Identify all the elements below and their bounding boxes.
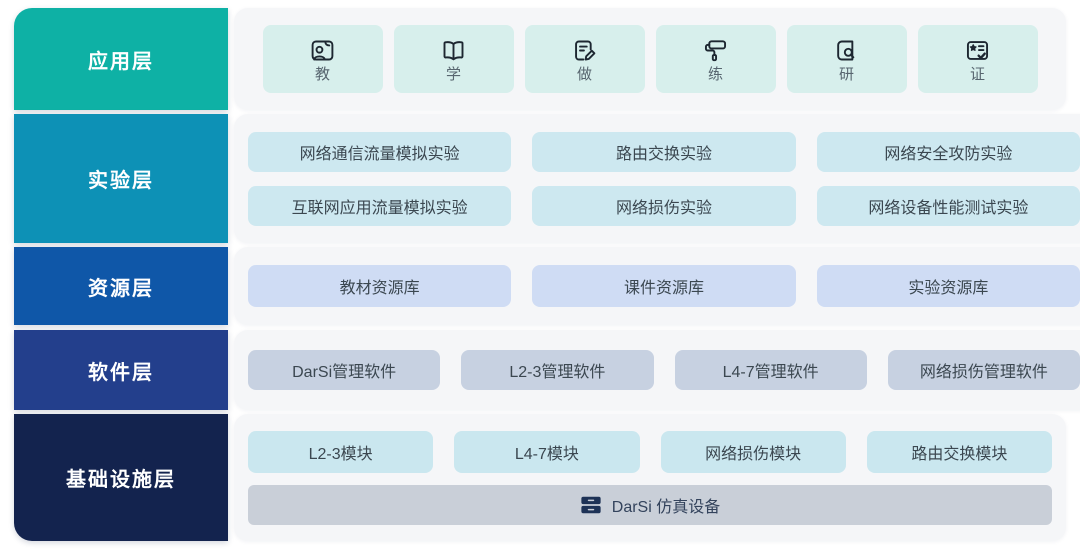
simulation-device-label: DarSi 仿真设备 bbox=[611, 498, 721, 516]
open-book-icon bbox=[440, 36, 467, 64]
experiment-item: 互联网应用流量模拟实验 bbox=[248, 185, 512, 226]
layer-title: 软件层 bbox=[88, 361, 154, 384]
software-item: DarSi管理软件 bbox=[248, 350, 441, 390]
layer-title: 应用层 bbox=[88, 50, 154, 73]
experiment-item: 网络设备性能测试实验 bbox=[816, 185, 1080, 226]
app-item-practice: 练 bbox=[655, 25, 776, 93]
resource-item: 课件资源库 bbox=[532, 265, 796, 307]
layer-title: 实验层 bbox=[88, 170, 154, 192]
module-item: 网络损伤模块 bbox=[660, 430, 846, 473]
layer-row-infrastructure: 基础设施层 L2-3模块 L4-7模块 网络损伤模块 路由交换模块 Dar bbox=[0, 414, 1080, 541]
teacher-board-icon bbox=[309, 36, 336, 64]
module-row: L2-3模块 L4-7模块 网络损伤模块 路由交换模块 bbox=[248, 430, 1052, 473]
resource-item: 实验资源库 bbox=[816, 265, 1080, 307]
software-item: L4-7管理软件 bbox=[674, 350, 867, 390]
app-item-certify: 证 bbox=[917, 25, 1038, 93]
experiment-item: 网络通信流量模拟实验 bbox=[248, 131, 512, 172]
layer-panel-infrastructure: L2-3模块 L4-7模块 网络损伤模块 路由交换模块 DarSi 仿真设备 bbox=[234, 414, 1066, 541]
document-edit-icon bbox=[571, 36, 598, 64]
layer-panel-experiment: 网络通信流量模拟实验 路由交换实验 网络安全攻防实验 互联网应用流量模拟实验 网… bbox=[234, 114, 1080, 243]
software-item: L2-3管理软件 bbox=[461, 350, 654, 390]
paint-roller-icon bbox=[702, 36, 729, 64]
layer-panel-resource: 教材资源库 课件资源库 实验资源库 bbox=[234, 247, 1080, 325]
app-item-label: 学 bbox=[445, 66, 461, 83]
layer-label-experiment: 实验层 bbox=[14, 114, 228, 243]
layer-label-software: 软件层 bbox=[14, 330, 228, 410]
experiment-item: 路由交换实验 bbox=[532, 131, 796, 172]
layer-label-infrastructure: 基础设施层 bbox=[14, 414, 228, 541]
layer-panel-application: 教 学 做 bbox=[234, 8, 1066, 110]
certificate-card-icon bbox=[964, 36, 991, 64]
layer-title: 基础设施层 bbox=[66, 469, 176, 491]
module-item: L2-3模块 bbox=[248, 430, 434, 473]
layer-row-software: 软件层 DarSi管理软件 L2-3管理软件 L4-7管理软件 网络损伤管理软件 bbox=[0, 330, 1080, 410]
app-item-learn: 学 bbox=[393, 25, 514, 93]
book-search-icon bbox=[833, 36, 860, 64]
resource-item: 教材资源库 bbox=[248, 265, 512, 307]
software-item: 网络损伤管理软件 bbox=[887, 350, 1080, 390]
app-item-label: 研 bbox=[838, 66, 854, 83]
layer-row-experiment: 实验层 网络通信流量模拟实验 路由交换实验 网络安全攻防实验 互联网应用流量模拟… bbox=[0, 114, 1080, 243]
layer-panel-software: DarSi管理软件 L2-3管理软件 L4-7管理软件 网络损伤管理软件 bbox=[234, 330, 1080, 410]
layer-row-application: 应用层 教 bbox=[0, 8, 1080, 110]
layer-row-resource: 资源层 教材资源库 课件资源库 实验资源库 bbox=[0, 247, 1080, 325]
app-item-label: 教 bbox=[314, 66, 330, 83]
module-item: L4-7模块 bbox=[454, 430, 640, 473]
app-item-label: 证 bbox=[969, 66, 985, 83]
layer-title: 资源层 bbox=[88, 277, 154, 300]
app-item-teach: 教 bbox=[262, 25, 383, 93]
layer-label-resource: 资源层 bbox=[14, 247, 228, 325]
app-item-research: 研 bbox=[786, 25, 907, 93]
app-item-label: 做 bbox=[576, 66, 592, 83]
layer-label-application: 应用层 bbox=[14, 8, 228, 110]
experiment-item: 网络安全攻防实验 bbox=[816, 131, 1080, 172]
module-item: 路由交换模块 bbox=[866, 430, 1052, 473]
app-item-do: 做 bbox=[524, 25, 645, 93]
simulation-device-bar: DarSi 仿真设备 bbox=[248, 484, 1052, 525]
app-item-label: 练 bbox=[707, 66, 723, 83]
server-stack-icon bbox=[580, 491, 602, 519]
experiment-item: 网络损伤实验 bbox=[532, 185, 796, 226]
